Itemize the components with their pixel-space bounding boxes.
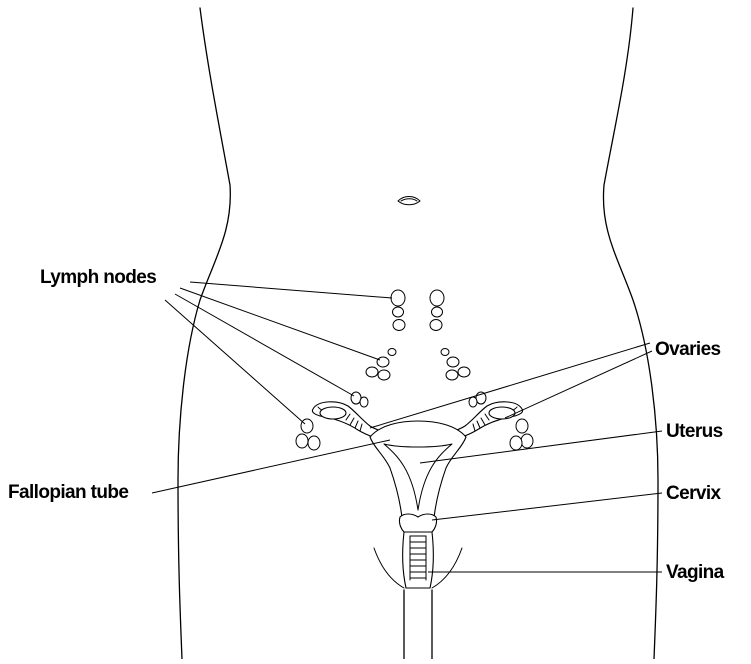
label-cervix: Cervix	[666, 484, 721, 503]
uterus-body	[370, 421, 466, 518]
leader-lymph-nodes-1	[190, 282, 392, 298]
label-lymph-nodes: Lymph nodes	[40, 268, 156, 287]
leader-lymph-nodes-3	[175, 294, 354, 396]
labia-right	[432, 548, 462, 588]
leader-cervix	[432, 493, 662, 520]
label-vagina: Vagina	[666, 563, 724, 582]
cervix-shape	[399, 514, 436, 532]
label-ovaries: Ovaries	[655, 340, 721, 359]
leader-fallopian-tube	[152, 440, 390, 493]
body-outline-right	[603, 8, 658, 659]
label-fallopian-tube: Fallopian tube	[8, 483, 128, 502]
labia-left	[374, 548, 404, 588]
leader-lymph-nodes-2	[180, 288, 380, 360]
navel-icon	[398, 197, 420, 205]
leader-ovaries-2	[505, 351, 652, 418]
label-uterus: Uterus	[666, 422, 723, 441]
body-outline-left	[178, 8, 230, 659]
